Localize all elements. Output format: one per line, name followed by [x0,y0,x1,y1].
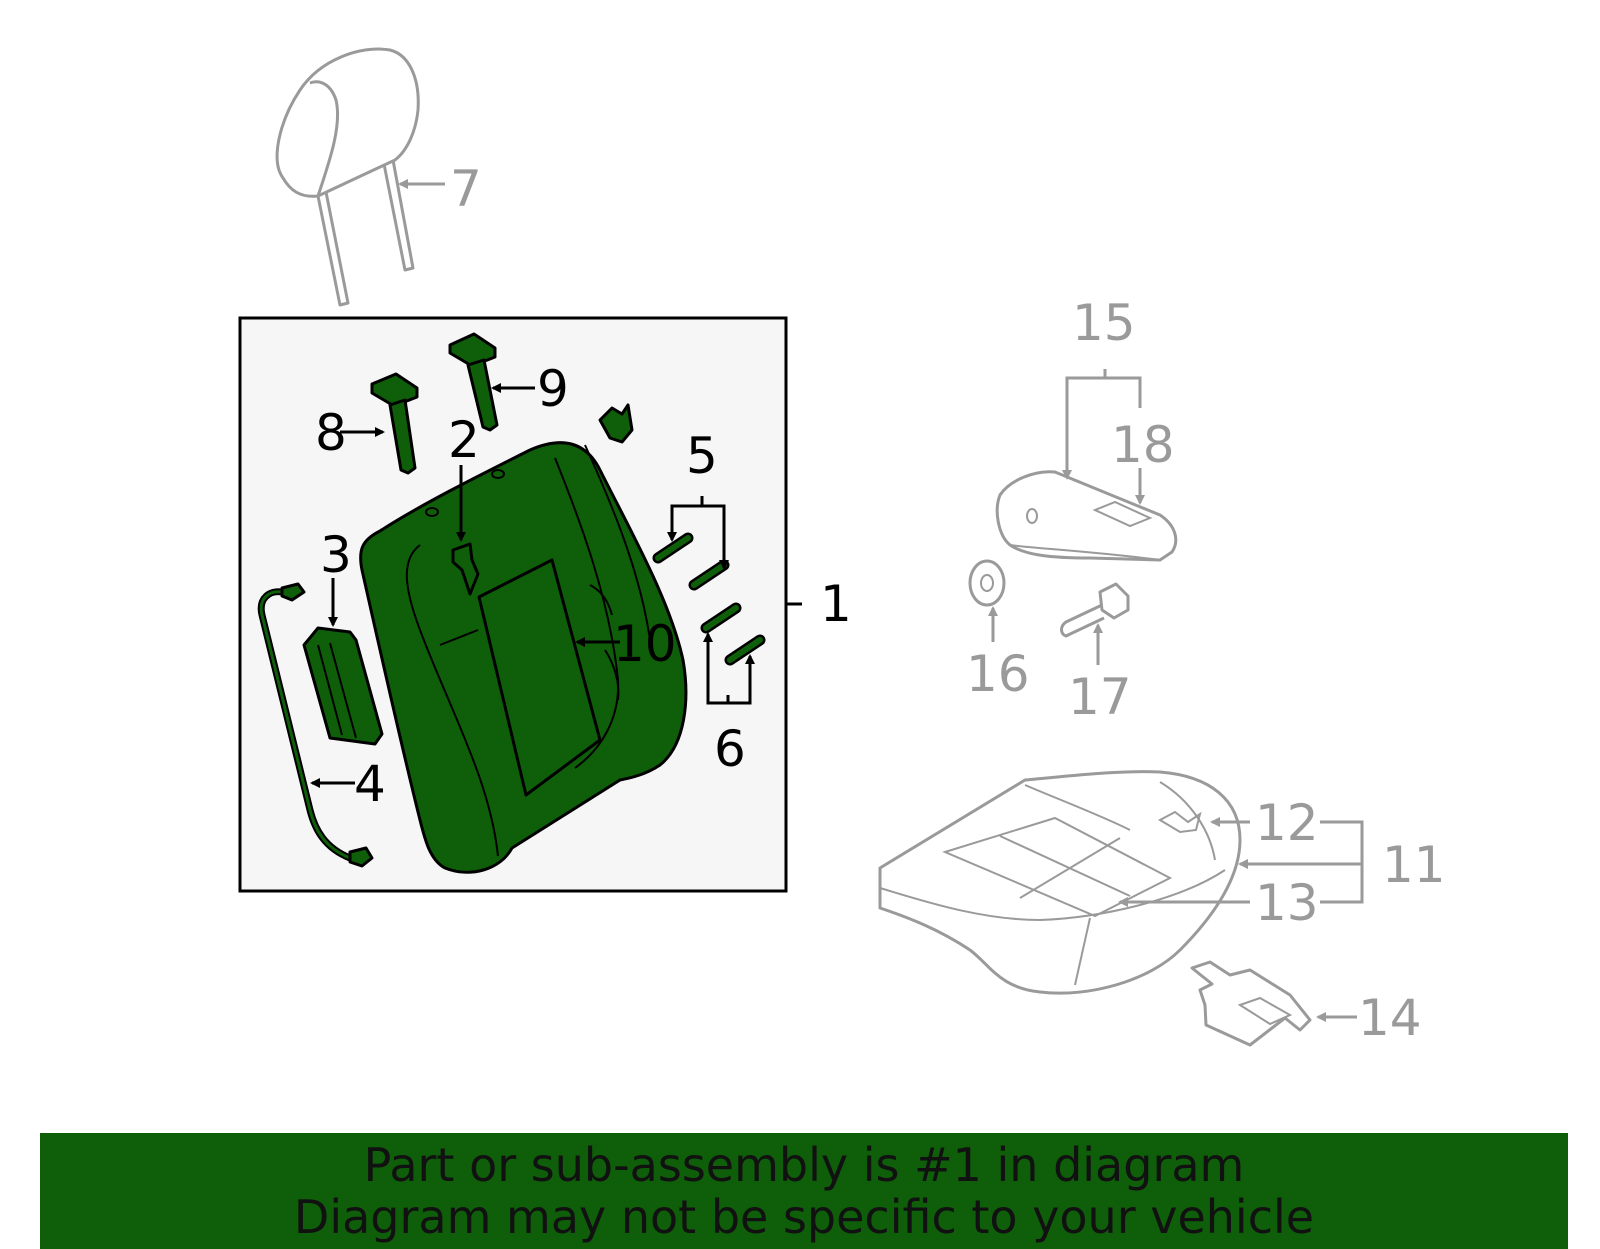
callout-11: 11 [1382,836,1446,894]
callout-6: 6 [714,720,746,778]
banner-line-2: Diagram may not be specific to your vehi… [293,1190,1315,1244]
seat-back-part [359,441,688,874]
guide-9-part [448,332,499,432]
callout-15: 15 [1072,294,1136,352]
callout-2: 2 [448,411,480,469]
guide-8-part [370,372,419,475]
callout-9: 9 [537,360,569,418]
callout-1: 1 [820,575,852,633]
washer-16-part [968,559,1006,607]
callout-10: 10 [613,615,677,673]
callout-7: 7 [450,160,482,218]
bolt-17-part [1060,582,1130,638]
callout-17: 17 [1068,668,1132,726]
headrest-part [275,47,420,307]
pins-6-part [700,602,766,666]
callout-3: 3 [320,526,352,584]
bracket-15-part [995,470,1178,562]
banner-line-1: Part or sub-assembly is #1 in diagram [363,1138,1245,1192]
module-3-part [302,626,384,746]
callout-12: 12 [1255,794,1319,852]
clip-part [598,403,634,444]
callout-14: 14 [1358,989,1422,1047]
callout-4: 4 [354,755,386,813]
harness-4-part [257,582,374,868]
callout-18: 18 [1111,416,1175,474]
info-banner: Part or sub-assembly is #1 in diagram Di… [40,1133,1568,1249]
callout-5: 5 [686,427,718,485]
callout-16: 16 [966,645,1030,703]
seat-cushion-11-part [878,770,1242,995]
callout-13: 13 [1255,874,1319,932]
cover-14-part [1190,960,1312,1047]
callout-8: 8 [315,404,347,462]
